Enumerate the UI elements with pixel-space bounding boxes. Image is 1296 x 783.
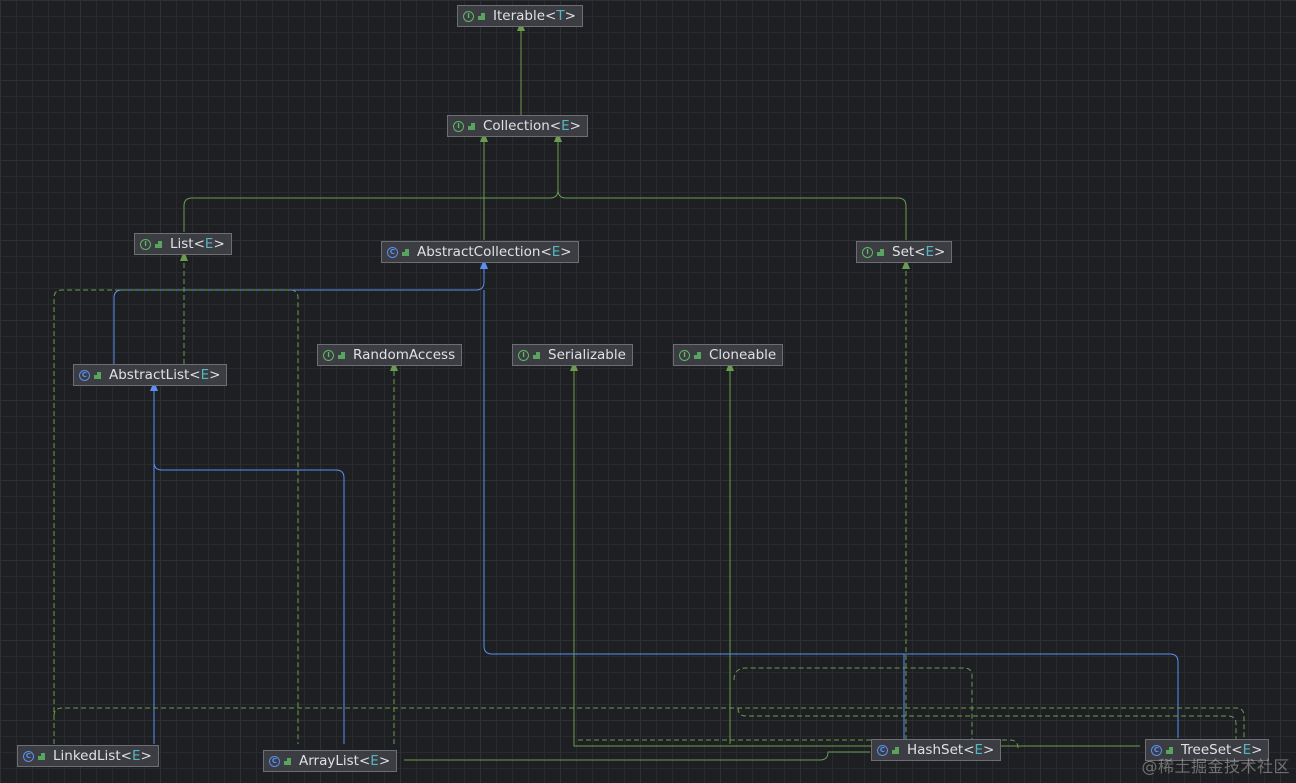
edge-linkedlist-list — [53, 289, 299, 744]
node-name: Serializable — [548, 347, 626, 363]
visibility-icon — [38, 752, 45, 760]
type-parameter: E — [925, 244, 935, 260]
node-name: Collection — [483, 118, 550, 134]
visibility-icon — [694, 351, 701, 359]
abstract-class-icon: C — [387, 246, 398, 258]
interface-icon: I — [140, 238, 151, 250]
interface-icon: I — [463, 10, 474, 22]
edge-treeset-abstractcollection — [904, 653, 1179, 738]
interface-icon: I — [518, 349, 529, 361]
type-parameter: E — [1242, 742, 1252, 758]
visibility-icon — [468, 122, 475, 130]
abstract-class-icon: C — [79, 369, 90, 381]
node-name: ArrayList — [299, 753, 359, 769]
edge-bus-bottom-5 — [404, 751, 870, 761]
visibility-icon — [155, 240, 162, 248]
node-name: LinkedList — [53, 748, 121, 764]
node-tree-set[interactable]: C TreeSet<E> — [1145, 739, 1270, 761]
interface-icon: I — [323, 349, 334, 361]
visibility-icon — [94, 371, 101, 379]
node-random-access[interactable]: I RandomAccess — [317, 344, 463, 366]
node-linked-list[interactable]: C LinkedList<E> — [17, 745, 159, 767]
edge-bus-bottom-3 — [737, 707, 1237, 742]
node-name: AbstractList — [109, 367, 190, 383]
visibility-icon — [338, 351, 345, 359]
visibility-icon — [402, 248, 409, 256]
node-cloneable[interactable]: I Cloneable — [673, 344, 784, 366]
edge-list-collection — [183, 132, 562, 232]
visibility-icon — [1166, 746, 1173, 754]
node-name: HashSet — [907, 742, 964, 758]
visibility-icon — [877, 248, 884, 256]
visibility-icon — [892, 746, 899, 754]
type-parameter: E — [131, 748, 141, 764]
node-name: Cloneable — [709, 347, 777, 363]
type-parameter: E — [551, 244, 561, 260]
type-parameter: E — [200, 367, 210, 383]
edge-bus-bottom-2 — [733, 667, 973, 742]
edge-bus-bottom-1 — [53, 707, 1245, 744]
visibility-icon — [533, 351, 540, 359]
node-name: Iterable — [493, 8, 546, 24]
type-parameter: E — [370, 753, 379, 769]
node-name: Set — [892, 244, 915, 260]
class-icon: C — [269, 755, 280, 767]
class-icon: C — [1151, 744, 1162, 756]
edge-arraylist-abstractlist — [153, 461, 345, 744]
node-abstract-collection[interactable]: C AbstractCollection<E> — [381, 241, 579, 263]
watermark: @稀土掘金技术社区 — [1141, 757, 1290, 776]
visibility-icon — [478, 12, 485, 20]
node-name: RandomAccess — [353, 347, 456, 363]
node-set[interactable]: I Set<E> — [856, 241, 953, 263]
type-parameter: E — [974, 742, 984, 758]
node-iterable[interactable]: I Iterable<T> — [457, 5, 583, 27]
node-array-list[interactable]: C ArrayList<E> — [263, 750, 398, 772]
type-parameter: T — [556, 8, 565, 24]
interface-icon: I — [453, 120, 464, 132]
type-parameter: E — [561, 118, 570, 134]
interface-icon: I — [862, 246, 873, 258]
edge-set-collection — [557, 189, 907, 240]
class-icon: C — [23, 750, 34, 762]
type-parameter: E — [204, 236, 214, 252]
class-icon: C — [877, 744, 888, 756]
interface-icon: I — [679, 349, 690, 361]
node-name: List — [170, 236, 194, 252]
node-hash-set[interactable]: C HashSet<E> — [871, 739, 1002, 761]
node-list[interactable]: I List<E> — [134, 233, 232, 255]
node-serializable[interactable]: I Serializable — [512, 344, 633, 366]
node-name: AbstractCollection — [417, 244, 541, 260]
edge-bus-bottom-4 — [573, 744, 1140, 747]
node-abstract-list[interactable]: C AbstractList<E> — [73, 364, 228, 386]
node-name: TreeSet — [1181, 742, 1232, 758]
node-collection[interactable]: I Collection<E> — [447, 115, 588, 137]
visibility-icon — [284, 757, 291, 765]
